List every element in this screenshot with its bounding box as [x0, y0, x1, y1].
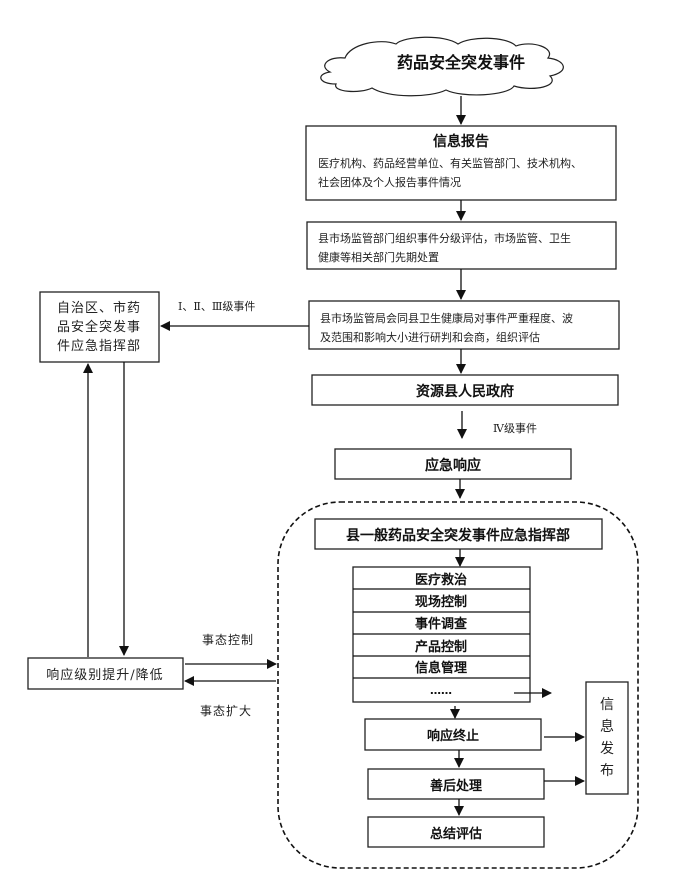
county-command-text: 县一般药品安全突发事件应急指挥部: [346, 527, 570, 544]
info-report-title: 信息报告: [433, 133, 489, 150]
joint-study-line2: 及范围和影响大小进行研判和会商，组织评估: [320, 330, 540, 344]
county-command-box: 县一般药品安全突发事件应急指挥部: [314, 518, 603, 550]
level-4-label: Ⅳ级事件: [493, 422, 537, 435]
actions-table: 医疗救治 现场控制 事件调查 产品控制 信息管理 ……: [352, 566, 531, 703]
county-assess-line1: 县市场监管部门组织事件分级评估，市场监管、卫生: [318, 231, 571, 245]
info-release-char: 息: [600, 718, 614, 735]
level-adjust-text: 响应级别提升/降低: [46, 667, 163, 683]
info-release-box: 信 息 发 布: [585, 681, 629, 795]
county-assess-line2: 健康等相关部门先期处置: [318, 250, 439, 264]
info-release-char: 信: [600, 697, 614, 713]
joint-study-box: 县市场监管局会同县卫生健康局对事件严重程度、波 及范围和影响大小进行研判和会商，…: [308, 300, 620, 350]
level-123-label: Ⅰ、Ⅱ、Ⅲ级事件: [178, 300, 255, 313]
response-end-text: 响应终止: [427, 728, 479, 744]
action-item: 信息管理: [415, 660, 467, 676]
region-command-box: 自治区、市药 品安全突发事 件应急指挥部: [39, 291, 160, 363]
start-event-cloud: 药品安全突发事件: [320, 36, 564, 97]
joint-study-line1: 县市场监管局会同县卫生健康局对事件严重程度、波: [320, 311, 573, 325]
info-report-box: 信息报告 医疗机构、药品经营单位、有关监管部门、技术机构、 社会团体及个人报告事…: [305, 125, 617, 201]
county-gov-box: 资源县人民政府: [311, 374, 619, 406]
action-item: 现场控制: [415, 594, 467, 610]
county-assess-box: 县市场监管部门组织事件分级评估，市场监管、卫生 健康等相关部门先期处置: [306, 221, 617, 270]
aftermath-box: 善后处理: [367, 768, 545, 800]
county-gov-text: 资源县人民政府: [416, 383, 514, 400]
action-item: ……: [430, 684, 452, 697]
action-item: 产品控制: [415, 639, 467, 655]
info-report-line1: 医疗机构、药品经营单位、有关监管部门、技术机构、: [318, 156, 582, 170]
info-report-line2: 社会团体及个人报告事件情况: [318, 175, 461, 189]
aftermath-text: 善后处理: [430, 778, 482, 794]
control-label: 事态控制: [202, 633, 254, 647]
info-release-char: 布: [600, 763, 614, 779]
action-item: 医疗救治: [415, 572, 467, 588]
action-item: 事件调查: [415, 616, 468, 632]
start-event-text: 药品安全突发事件: [397, 53, 525, 72]
response-end-box: 响应终止: [364, 718, 542, 751]
expand-label: 事态扩大: [200, 704, 252, 718]
region-command-line3: 件应急指挥部: [57, 338, 141, 354]
summary-box: 总结评估: [367, 816, 545, 848]
region-command-line1: 自治区、市药: [57, 300, 141, 316]
emergency-response-box: 应急响应: [334, 448, 572, 480]
summary-text: 总结评估: [430, 826, 482, 842]
region-command-line2: 品安全突发事: [57, 319, 141, 335]
emergency-response-text: 应急响应: [425, 457, 481, 474]
info-release-char: 发: [600, 741, 614, 757]
level-adjust-box: 响应级别提升/降低: [27, 657, 184, 690]
